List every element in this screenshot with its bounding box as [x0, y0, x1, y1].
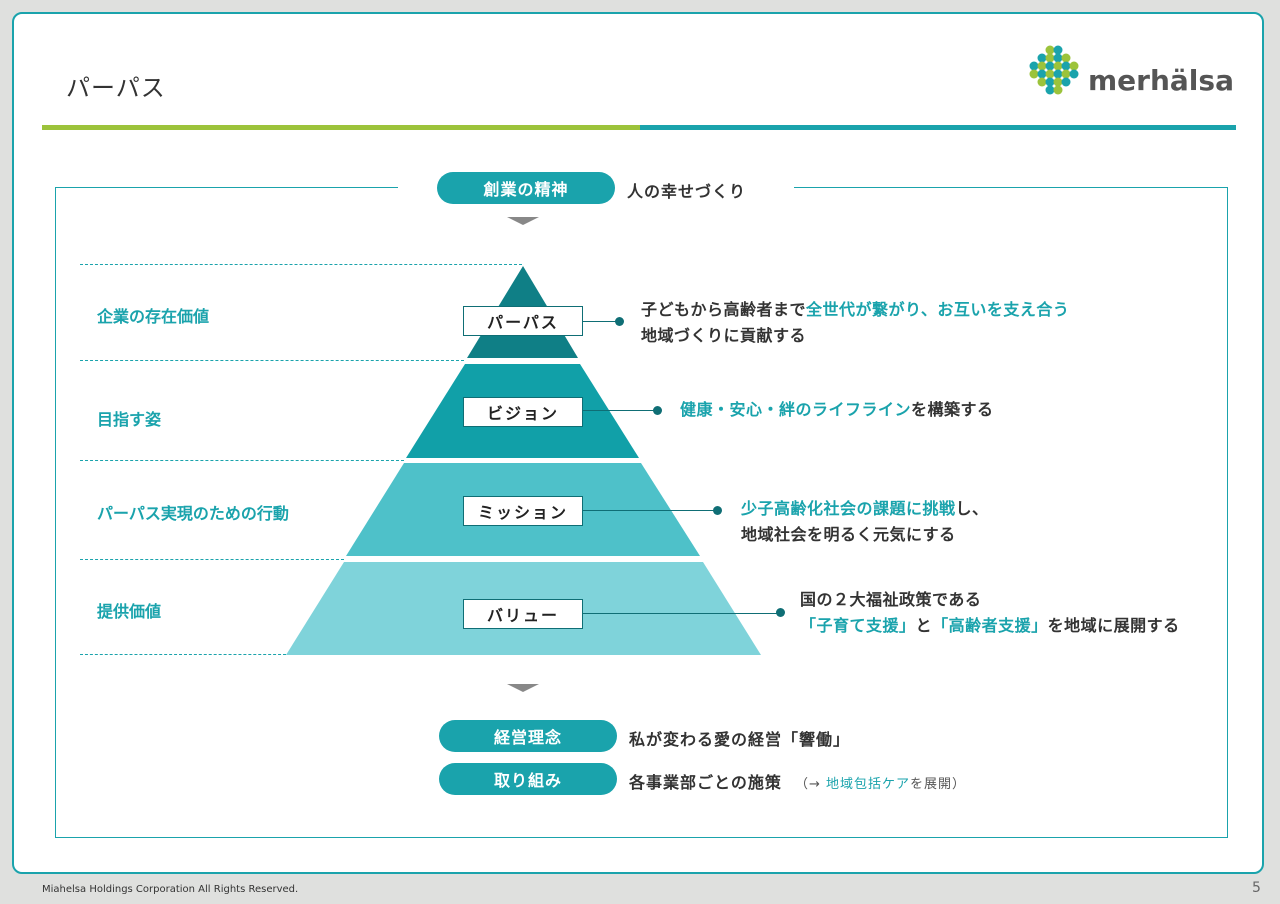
efforts-text: 各事業部ごとの施策 （→ 地域包括ケアを展開）	[629, 773, 967, 792]
mission-description: 少子高齢化社会の課題に挑戦し、 地域社会を明るく元気にする	[741, 499, 989, 544]
connector-line	[583, 510, 717, 511]
page-title: パーパス	[66, 74, 166, 102]
vision-box: ビジョン	[463, 397, 583, 427]
connector-dot	[776, 608, 785, 617]
management-philosophy-text: 私が変わる愛の経営「響働」	[629, 730, 851, 749]
level-label-provided-value: 提供価値	[97, 602, 162, 621]
purpose-box: パーパス	[463, 306, 583, 336]
founding-spirit-text: 人の幸せづくり	[627, 182, 747, 201]
level-label-action: パーパス実現のための行動	[97, 504, 289, 523]
purpose-description: 子どもから高齢者まで全世代が繋がり、お互いを支え合う 地域づくりに貢献する	[641, 300, 1070, 345]
page-number: 5	[1252, 880, 1261, 896]
connector-line	[583, 410, 657, 411]
divider-line	[80, 654, 286, 655]
founding-spirit-pill: 創業の精神	[437, 172, 615, 204]
connector-dot	[713, 506, 722, 515]
copyright-text: Miahelsa Holdings Corporation All Rights…	[42, 884, 299, 895]
management-philosophy-pill: 経営理念	[439, 720, 617, 752]
divider-line	[80, 360, 464, 361]
connector-line	[583, 321, 619, 322]
level-label-aspiration: 目指す姿	[97, 410, 162, 429]
connector-dot	[653, 406, 662, 415]
down-arrow-icon	[507, 684, 539, 692]
logo-text: merhälsa	[1088, 64, 1234, 97]
vision-description: 健康・安心・絆のライフラインを構築する	[680, 400, 994, 419]
down-arrow-icon	[507, 217, 539, 225]
efforts-pill: 取り組み	[439, 763, 617, 795]
title-rule-green	[42, 125, 640, 130]
connector-line	[583, 613, 779, 614]
slide	[12, 12, 1264, 874]
level-label-existence-value: 企業の存在価値	[97, 307, 210, 326]
divider-line	[80, 264, 522, 265]
value-box: バリュー	[463, 599, 583, 629]
title-rule-teal	[640, 125, 1236, 130]
value-description: 国の２大福祉政策である 「子育て支援」と「高齢者支援」を地域に展開する	[800, 590, 1180, 635]
merhalsa-logo-icon	[1029, 45, 1079, 95]
divider-line	[80, 559, 344, 560]
mission-box: ミッション	[463, 496, 583, 526]
connector-dot	[615, 317, 624, 326]
divider-line	[80, 460, 404, 461]
